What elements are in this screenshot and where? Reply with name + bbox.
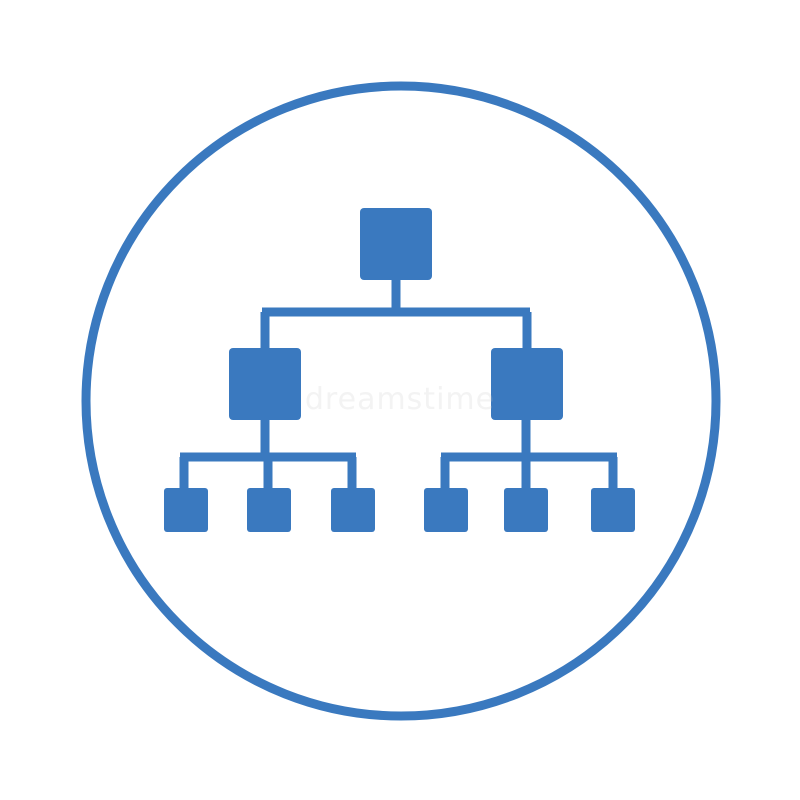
leaf-node-2	[247, 488, 291, 532]
leaf-node-6	[591, 488, 635, 532]
leaf-node-5	[504, 488, 548, 532]
nodes	[164, 208, 635, 532]
leaf-node-4	[424, 488, 468, 532]
connector-lines	[179, 280, 618, 488]
leaf-node-1	[164, 488, 208, 532]
level1-right-node	[491, 348, 563, 420]
root-node	[360, 208, 432, 280]
ring-outline	[81, 81, 721, 721]
level1-left-node	[229, 348, 301, 420]
leaf-node-3	[331, 488, 375, 532]
